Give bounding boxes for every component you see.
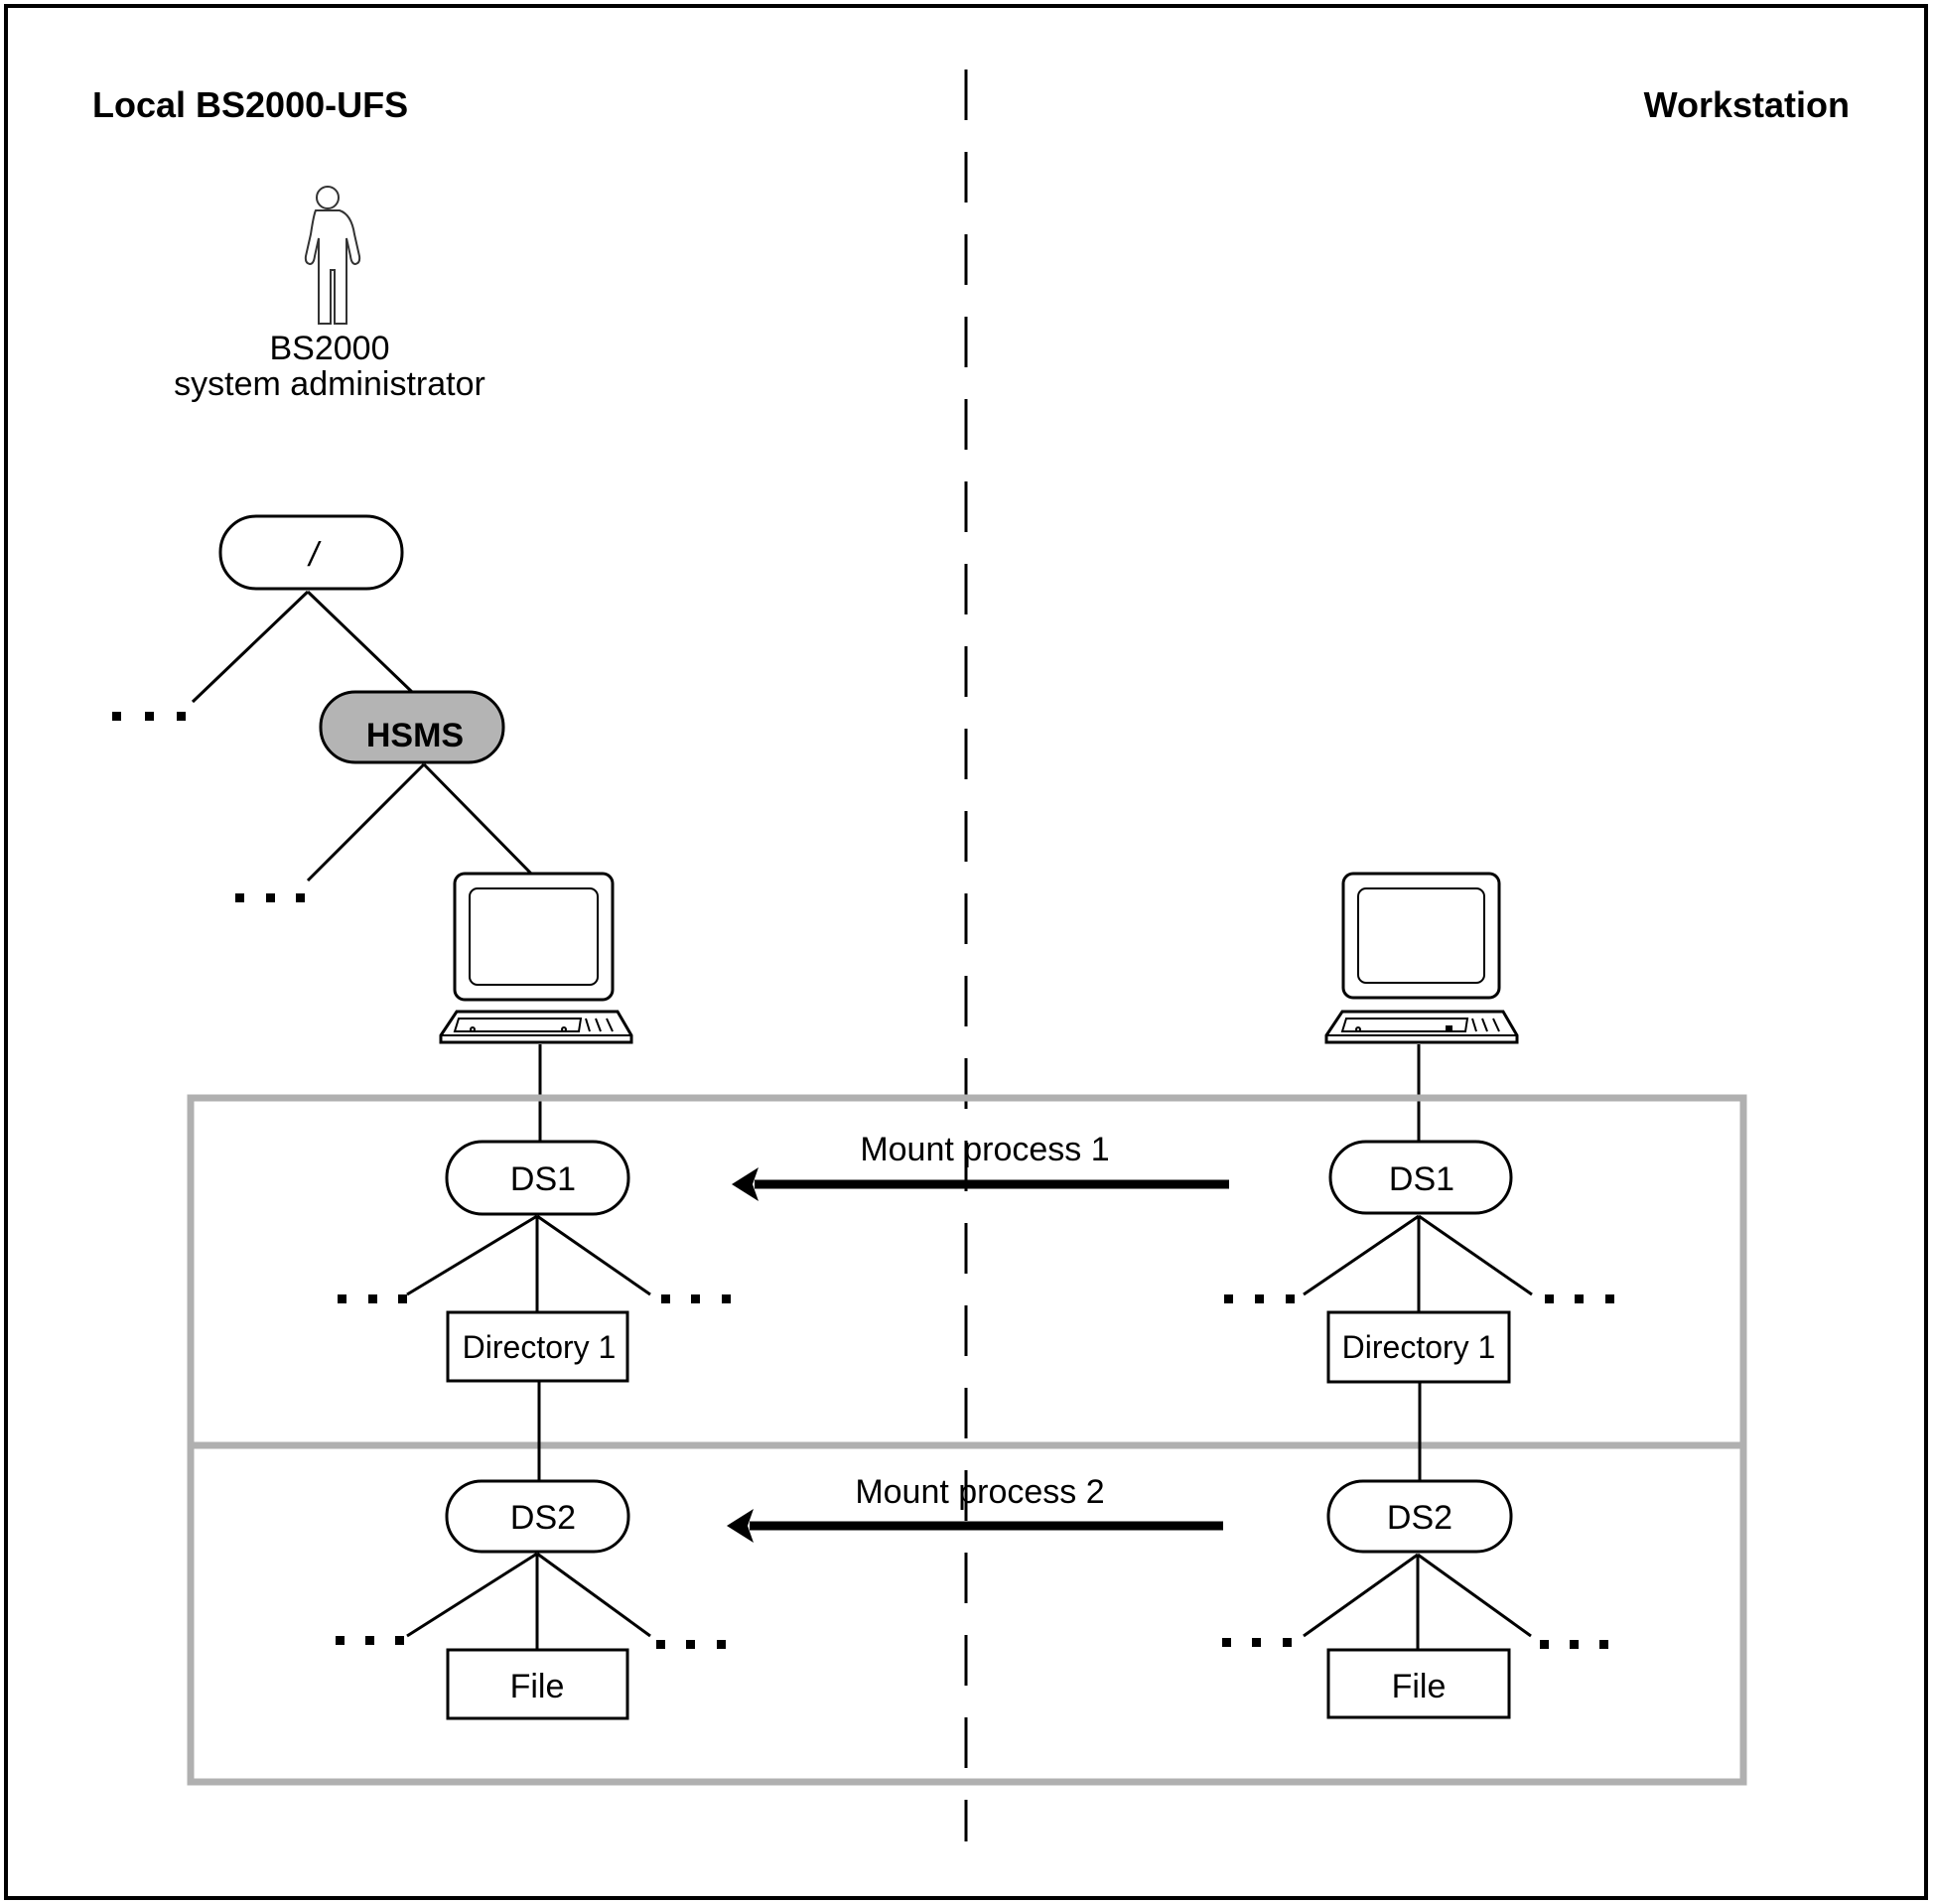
tree-node-hsms[interactable]: HSMS (319, 690, 505, 764)
ellipsis-ds1-workstation-left (1224, 1294, 1295, 1303)
ellipsis-ds2-local-left (336, 1636, 404, 1645)
tree-node-directory-local[interactable]: Directory 1 (446, 1310, 629, 1383)
right-region-title: Workstation (1644, 84, 1850, 125)
computer-icon (1324, 872, 1519, 1044)
mount-process-2-label: Mount process 2 (855, 1473, 1104, 1511)
edge-ds2-right-tree-right (1417, 1553, 1532, 1638)
edge-root-hsms (306, 590, 414, 694)
node-label-ds2-local: DS2 (510, 1499, 576, 1537)
edge-ds1-left-ellipsis (406, 1214, 538, 1296)
tree-node-directory-workstation[interactable]: Directory 1 (1326, 1310, 1511, 1384)
computer-icon (439, 872, 633, 1044)
mount-frame (187, 1094, 1747, 1786)
ellipsis-ds2-workstation-right (1540, 1640, 1608, 1649)
edge-ds1-right-tree-left (1303, 1214, 1420, 1296)
ellipsis-ds2-local-right (656, 1640, 726, 1649)
actor-label-line1: BS2000 (270, 330, 390, 367)
edge-hsms-computer (422, 762, 535, 878)
ellipsis-ds1-local-left (338, 1294, 407, 1303)
ellipsis-hsms-left (235, 893, 305, 902)
tree-node-ds1-workstation[interactable]: DS1 (1328, 1140, 1513, 1215)
tree-node-ds2-local[interactable]: DS2 (445, 1479, 630, 1554)
edge-ds2-right-tree-left (1303, 1553, 1419, 1638)
edge-ds1-right-ellipsis (536, 1214, 651, 1296)
edge-ds2-left-ellipsis (406, 1552, 538, 1638)
actor-label-line2: system administrator (174, 365, 485, 403)
mount-process-2-arrow (727, 1509, 1223, 1543)
ellipsis-ds2-workstation-left (1222, 1638, 1292, 1647)
tree-node-ds2-workstation[interactable]: DS2 (1326, 1479, 1513, 1554)
node-label-directory-workstation: Directory 1 (1342, 1329, 1496, 1365)
tree-node-file-workstation[interactable]: File (1326, 1648, 1511, 1719)
ellipsis-root-left (112, 712, 186, 721)
node-label-ds1-local: DS1 (510, 1160, 576, 1198)
tree-node-file-local[interactable]: File (446, 1648, 629, 1720)
node-label-ds1-workstation: DS1 (1389, 1160, 1454, 1198)
mount-process-1-label: Mount process 1 (860, 1131, 1109, 1168)
edge-ds2-right-ellipsis (536, 1552, 651, 1638)
left-region-title: Local BS2000-UFS (92, 84, 408, 125)
node-label-file-workstation: File (1392, 1668, 1447, 1705)
edge-ds1-right-tree-right (1418, 1214, 1533, 1296)
node-label-file-local: File (510, 1668, 565, 1705)
figure-border (4, 4, 1928, 1900)
ellipsis-ds1-workstation-right (1545, 1294, 1614, 1303)
ellipsis-ds1-local-right (661, 1294, 731, 1303)
tree-node-root[interactable]: / (218, 514, 404, 591)
edge-hsms-ellipsis (306, 762, 426, 883)
node-label-hsms: HSMS (366, 717, 464, 754)
node-label-ds2-workstation: DS2 (1387, 1499, 1452, 1537)
person-icon (304, 186, 361, 325)
node-label-root: / (307, 536, 322, 574)
edge-root-ellipsis (191, 590, 310, 704)
node-label-directory-local: Directory 1 (463, 1329, 617, 1365)
mount-process-1-arrow (732, 1167, 1229, 1201)
tree-node-ds1-local[interactable]: DS1 (445, 1140, 630, 1216)
